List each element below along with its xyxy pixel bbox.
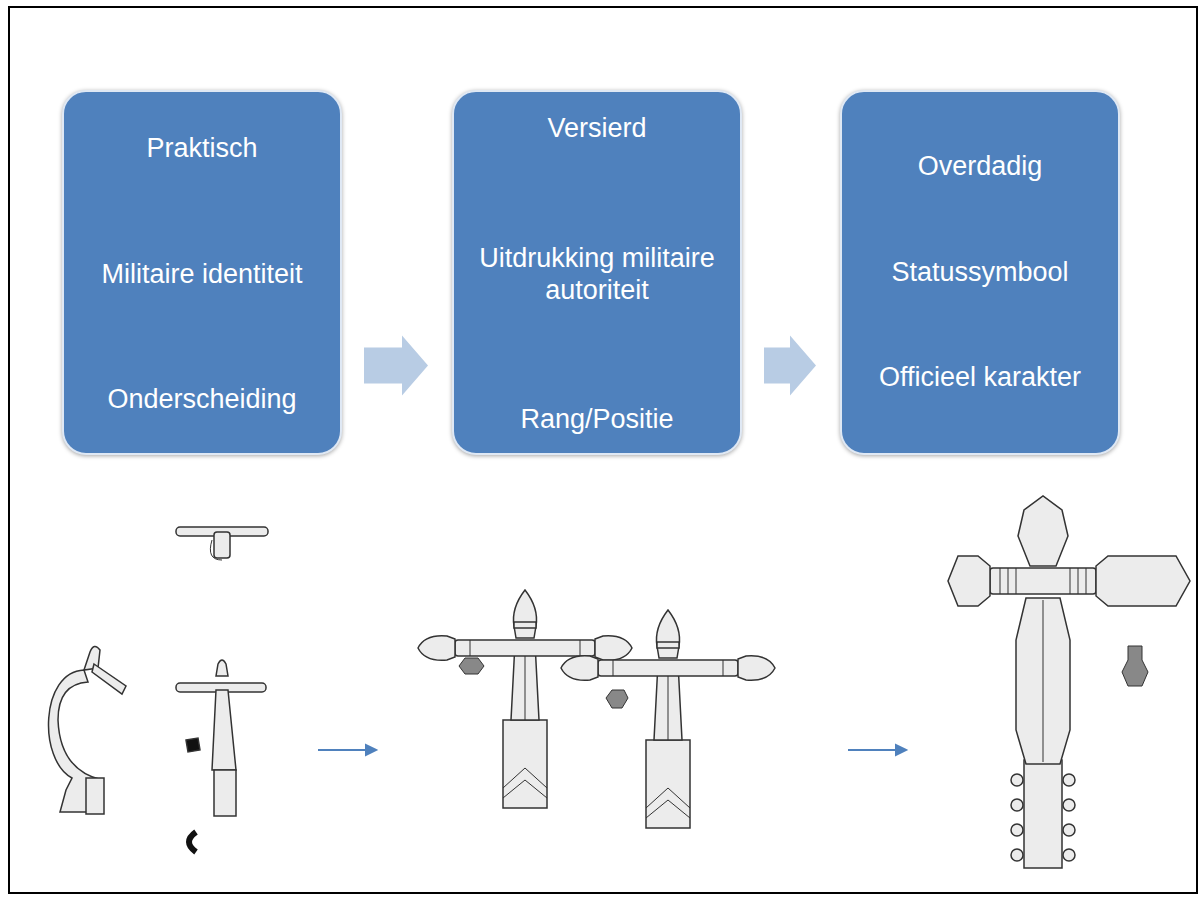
box-heading: Praktisch bbox=[134, 132, 269, 164]
block-arrow bbox=[364, 336, 428, 396]
box-text: Militaire identiteit bbox=[89, 258, 314, 290]
stage-box: VersierdUitdrukking militaire autoriteit… bbox=[452, 90, 742, 455]
box-text: Rang/Positie bbox=[508, 403, 685, 435]
box-heading: Versierd bbox=[535, 112, 658, 144]
box-text: Onderscheiding bbox=[95, 383, 308, 415]
box-text: Officieel karakter bbox=[867, 361, 1093, 393]
box-heading: Overdadig bbox=[906, 150, 1055, 182]
box-text: Statussymbool bbox=[879, 256, 1080, 288]
box-text: Uitdrukking militaire autoriteit bbox=[454, 242, 740, 306]
stage-box: OverdadigStatussymboolOfficieel karakter bbox=[840, 90, 1120, 455]
block-arrow bbox=[764, 336, 816, 396]
stage-box: PraktischMilitaire identiteitOnderscheid… bbox=[62, 90, 342, 455]
